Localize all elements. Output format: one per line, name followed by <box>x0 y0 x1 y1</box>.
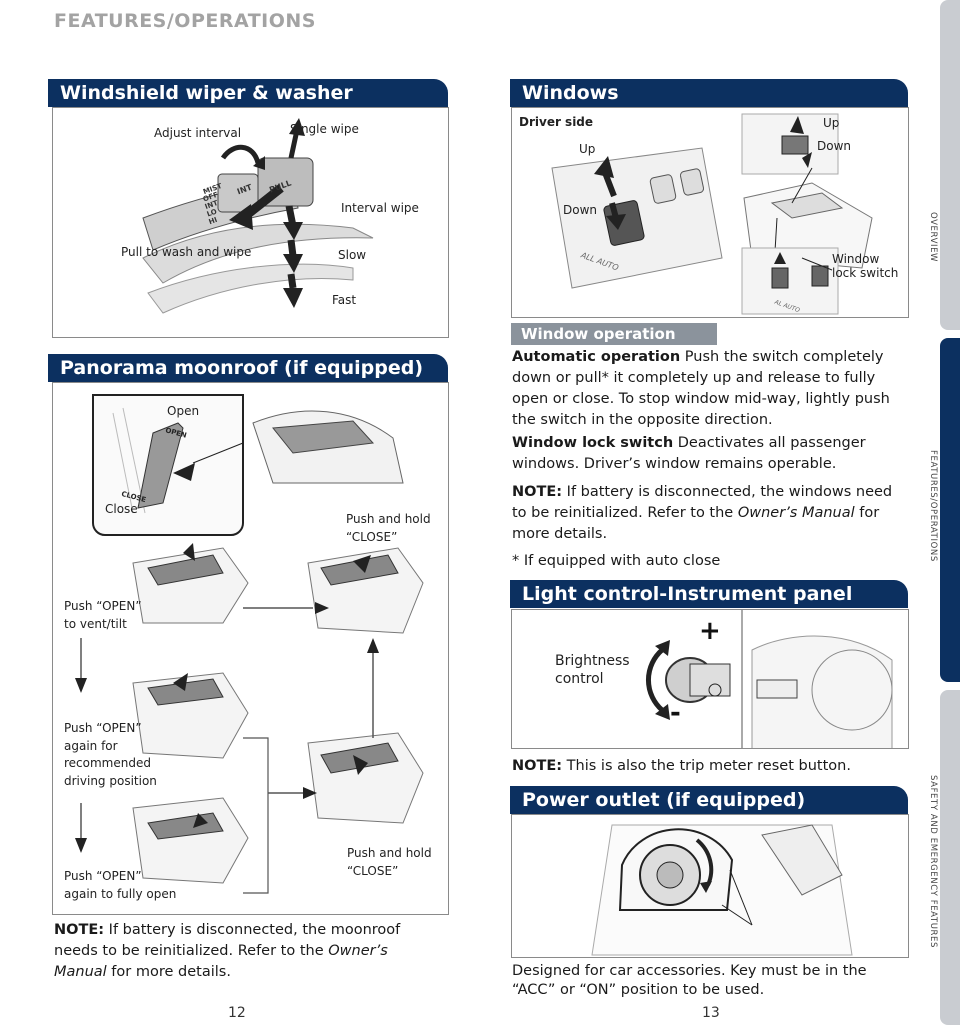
label-pull-to-wash: Pull to wash and wipe <box>121 245 252 259</box>
moonroof-note-manual: Owner’s Manual <box>54 943 388 980</box>
window-switch-illustration <box>551 113 873 315</box>
power-outlet-diagram-panel <box>511 814 909 958</box>
light-note-prefix: NOTE: <box>512 758 563 774</box>
brightness-minus-symbol: - <box>670 698 681 728</box>
label-push-hold-close-1a: Push and hold <box>346 512 431 526</box>
window-lock-text: Deactivates all passenger windows. Drive… <box>512 435 866 472</box>
label-brightness-b: control <box>555 671 604 687</box>
label-push-hold-close-2b: “CLOSE” <box>347 864 399 878</box>
windows-note-text1: If battery is disconnected, the windows … <box>512 484 893 521</box>
window-operation-subbanner: Window operation <box>511 323 717 345</box>
label-close: Close <box>105 502 138 516</box>
label-push-open-full-a: Push “OPEN” <box>64 869 142 883</box>
side-tab-safety[interactable] <box>940 690 960 1025</box>
label-push-open-again-a: Push “OPEN” <box>64 721 142 735</box>
label-push-open-again-c: recommended <box>64 756 151 770</box>
label-driver-side: Driver side <box>519 115 594 129</box>
label-down-left: Down <box>563 203 598 217</box>
page-header-title: FEATURES/OPERATIONS <box>54 10 316 32</box>
label-adjust-interval: Adjust interval <box>154 126 242 140</box>
side-label-overview: OVERVIEW <box>928 212 938 263</box>
light-control-note: NOTE: This is also the trip meter reset … <box>512 756 907 777</box>
automatic-operation-text: Push the switch completely down or pull*… <box>512 349 890 428</box>
moonroof-note-text1: If battery is disconnected, the moonroof… <box>54 922 401 959</box>
wiper-diagram-panel: MIST OFF INT LO HI INT PULL Adjust inter… <box>52 107 449 338</box>
moonroof-section-banner: Panorama moonroof (if equipped) <box>48 354 448 382</box>
side-label-safety: SAFETY AND EMERGENCY FEATURES <box>928 775 938 949</box>
side-tab-overview[interactable] <box>940 0 960 330</box>
automatic-operation-paragraph: Automatic operation Push the switch comp… <box>512 347 907 431</box>
side-label-features-operations: FEATURES/OPERATIONS <box>928 450 938 562</box>
label-fast: Fast <box>332 293 357 307</box>
windows-section-banner: Windows <box>510 79 908 107</box>
automatic-operation-title: Automatic operation <box>512 349 681 365</box>
light-control-diagram-panel: Brightness control + - <box>511 609 909 749</box>
label-slow: Slow <box>338 248 367 262</box>
label-push-open-full-b: again to fully open <box>64 887 177 901</box>
label-push-hold-close-2a: Push and hold <box>347 846 432 860</box>
label-up-right: Up <box>823 116 840 130</box>
page-number-right: 13 <box>702 1005 720 1021</box>
windows-footnote: * If equipped with auto close <box>512 553 721 569</box>
power-outlet-section-banner: Power outlet (if equipped) <box>510 786 908 814</box>
label-down-right: Down <box>817 139 852 153</box>
label-lock-switch-b: lock switch <box>832 266 899 280</box>
moonroof-illustration <box>75 394 424 894</box>
label-lock-switch-a: Window <box>832 252 880 266</box>
power-outlet-illustration <box>591 824 853 956</box>
label-push-open-again-b: again for <box>64 739 118 753</box>
page-number-left: 12 <box>228 1005 246 1021</box>
label-open: Open <box>167 404 200 418</box>
label-push-hold-close-1b: “CLOSE” <box>346 530 398 544</box>
moonroof-note: NOTE: If battery is disconnected, the mo… <box>54 920 434 983</box>
label-interval-wipe: Interval wipe <box>341 201 419 215</box>
label-single-wipe: Single wipe <box>290 122 359 136</box>
label-push-open-vent-b: to vent/tilt <box>64 617 127 631</box>
label-push-open-again-d: driving position <box>64 774 157 788</box>
label-push-open-vent-a: Push “OPEN” <box>64 599 142 613</box>
wiper-section-banner: Windshield wiper & washer <box>48 79 448 107</box>
side-tab-features-operations[interactable] <box>940 338 960 682</box>
label-up-left: Up <box>579 142 596 156</box>
windows-note-text2: for more details. <box>512 505 880 542</box>
windows-note-manual: Owner’s Manual <box>737 505 855 521</box>
wiper-lever-illustration <box>142 118 374 314</box>
moonroof-note-prefix: NOTE: <box>54 922 105 938</box>
power-outlet-text: Designed for car accessories. Key must b… <box>512 963 867 998</box>
moonroof-note-text2: for more details. <box>106 964 231 980</box>
brightness-plus-symbol: + <box>699 616 721 646</box>
light-note-text: This is also the trip meter reset button… <box>562 758 851 774</box>
window-lock-title: Window lock switch <box>512 435 674 451</box>
windows-note-prefix: NOTE: <box>512 484 563 500</box>
windows-diagram-panel: Driver side Up Down Up Down Window lock … <box>511 107 909 318</box>
light-control-section-banner: Light control-Instrument panel <box>510 580 908 608</box>
moonroof-diagram-panel: Open Close OPEN CLOSE Push and hold “CLO… <box>52 382 449 915</box>
windows-note: NOTE: If battery is disconnected, the wi… <box>512 482 907 545</box>
label-brightness-a: Brightness <box>555 653 630 669</box>
window-lock-paragraph: Window lock switch Deactivates all passe… <box>512 433 907 475</box>
brightness-dial-illustration <box>646 610 893 748</box>
